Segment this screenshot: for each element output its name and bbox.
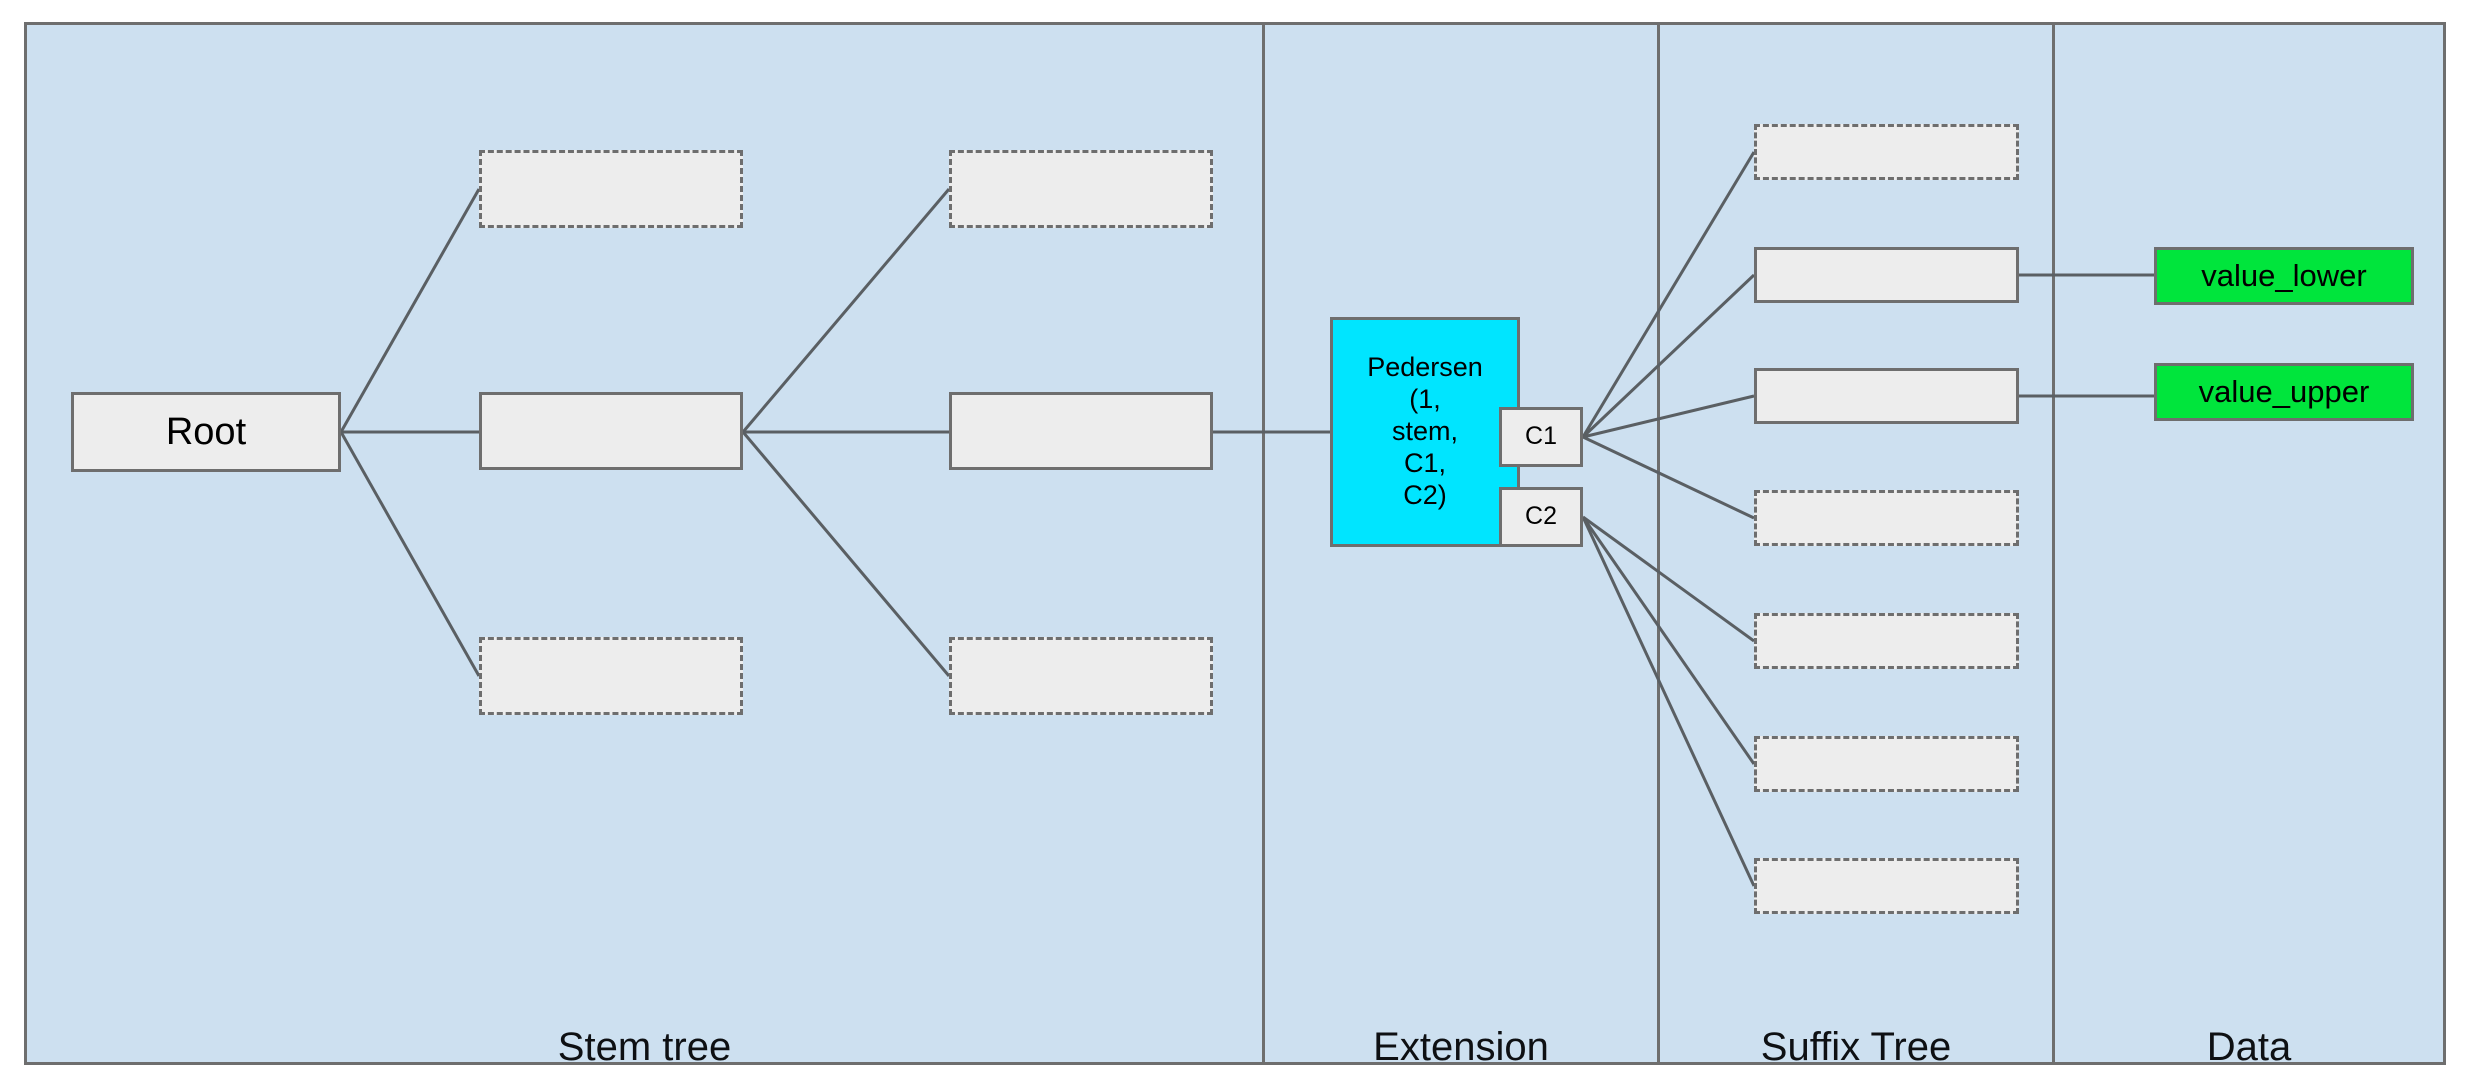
node-suffix-4[interactable]: [1754, 490, 2019, 546]
node-value-upper[interactable]: value_upper: [2154, 363, 2414, 421]
node-suffix-1[interactable]: [1754, 124, 2019, 180]
panel-label-stem-tree: Stem tree: [557, 1025, 732, 1069]
pedersen-line-4: C1,: [1403, 447, 1447, 478]
node-c1-label: C1: [1525, 422, 1557, 451]
node-suffix-2[interactable]: [1754, 247, 2019, 303]
node-stem-a-mid[interactable]: [479, 392, 743, 470]
panel-divider-stem-extension: [1262, 25, 1265, 1062]
panel-divider-suffix-data: [2052, 25, 2055, 1062]
pedersen-line-2: (1,: [1409, 384, 1441, 415]
node-stem-a-bot[interactable]: [479, 637, 743, 715]
node-stem-b-bot[interactable]: [949, 637, 1213, 715]
node-suffix-5[interactable]: [1754, 613, 2019, 669]
panel-divider-extension-suffix: [1657, 25, 1660, 1062]
panel-label-suffix-tree: Suffix Tree: [1760, 1025, 1952, 1069]
node-c1[interactable]: C1: [1499, 407, 1583, 467]
node-root-label: Root: [165, 410, 247, 453]
node-stem-b-mid[interactable]: [949, 392, 1213, 470]
node-value-lower[interactable]: value_lower: [2154, 247, 2414, 305]
node-root[interactable]: Root: [71, 392, 341, 472]
node-stem-b-top[interactable]: [949, 150, 1213, 228]
diagram-frame: [24, 22, 2446, 1065]
pedersen-line-5: C2): [1403, 479, 1447, 510]
node-value-upper-label: value_upper: [2198, 373, 2370, 409]
node-c2[interactable]: C2: [1499, 487, 1583, 547]
node-suffix-6[interactable]: [1754, 736, 2019, 792]
pedersen-line-1: Pedersen: [1367, 352, 1483, 383]
node-pedersen-label: Pedersen (1, stem, C1, C2): [1333, 352, 1517, 511]
panel-label-data: Data: [2206, 1025, 2292, 1069]
node-value-lower-label: value_lower: [2201, 257, 2367, 293]
panel-label-extension: Extension: [1373, 1025, 1549, 1069]
node-suffix-3[interactable]: [1754, 368, 2019, 424]
node-c2-label: C2: [1525, 502, 1557, 531]
node-pedersen-commitment[interactable]: Pedersen (1, stem, C1, C2): [1330, 317, 1520, 547]
node-suffix-7[interactable]: [1754, 858, 2019, 914]
node-stem-a-top[interactable]: [479, 150, 743, 228]
pedersen-line-3: stem,: [1391, 416, 1458, 447]
